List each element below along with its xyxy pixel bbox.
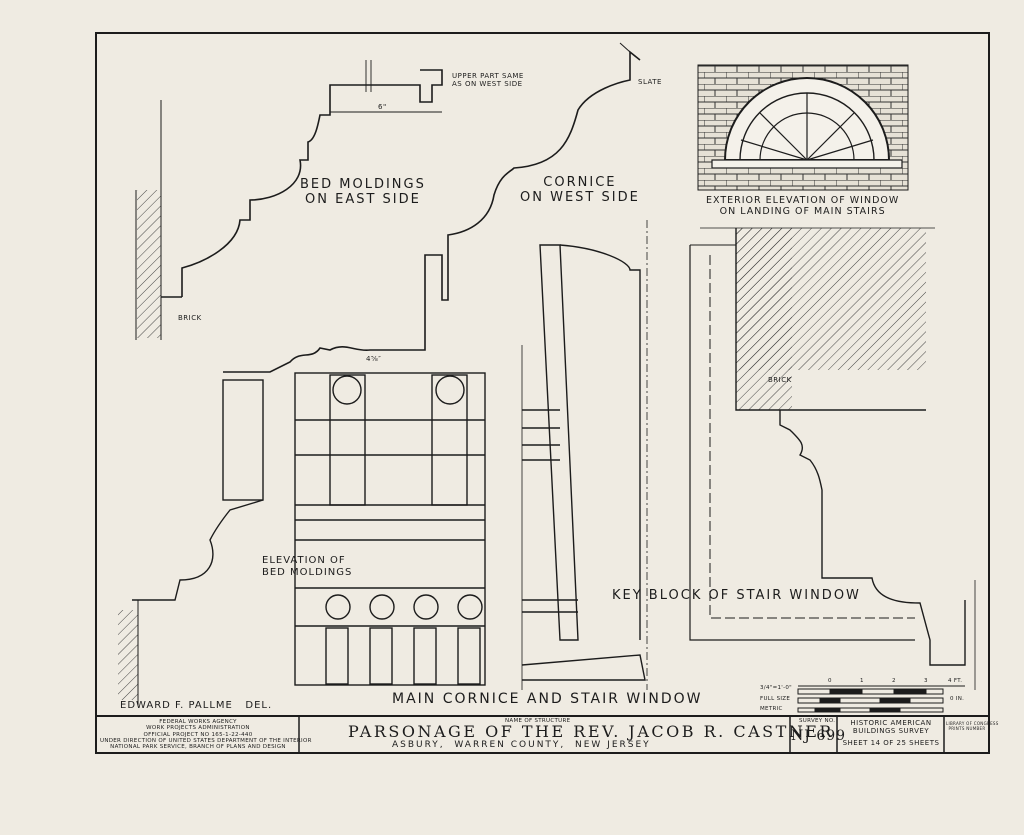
scale-tick-2: 2: [892, 678, 896, 684]
cornice-west-label: CORNICE ON WEST SIDE: [520, 175, 640, 205]
window-caption: EXTERIOR ELEVATION OF WINDOW ON LANDING …: [706, 195, 900, 217]
window-elevation: [697, 64, 909, 191]
agency-block: FEDERAL WORKS AGENCY WORK PROJECTS ADMIN…: [100, 719, 312, 751]
scale-tick-1: 1: [860, 678, 864, 684]
library-of-congress: LIBRARY OF CONGRESS PRINTS NUMBER: [946, 721, 999, 731]
structure-name: PARSONAGE OF THE REV. JACOB R. CASTNER: [348, 722, 834, 741]
bed-moldings-east-label: BED MOLDINGS ON EAST SIDE: [300, 177, 426, 207]
brick-label-left: BRICK: [178, 314, 202, 322]
stair-window-section: [689, 227, 976, 690]
outer-border: [95, 32, 990, 754]
key-block-label: KEY BLOCK OF STAIR WINDOW: [612, 588, 861, 603]
brick-label-right: BRICK: [768, 376, 792, 384]
graphic-scale: [797, 685, 965, 713]
brick-hatch-left: [137, 190, 161, 338]
slate-label: SLATE: [638, 78, 662, 86]
scale-row1-label: 3/4"=1'-0": [760, 685, 793, 691]
survey-name: HISTORIC AMERICAN BUILDINGS SURVEY: [850, 719, 932, 736]
cornice-west-profile: [223, 42, 641, 373]
scale-inch-label: 0 IN.: [950, 696, 965, 702]
name-of-structure-label: NAME OF STRUCTURE: [505, 718, 571, 724]
bed-moldings-east-profile: [135, 60, 443, 340]
scale-tick-0: 0: [828, 678, 832, 684]
upper-part-note: UPPER PART SAME AS ON WEST SIDE: [452, 72, 524, 89]
sheet-number: SHEET 14 OF 25 SHEETS: [842, 739, 940, 747]
elevation-bed-label: ELEVATION OF BED MOLDINGS: [262, 555, 353, 578]
key-block: [521, 220, 648, 690]
main-title-label: MAIN CORNICE AND STAIR WINDOW: [392, 691, 703, 707]
survey-number: NJ 699: [791, 728, 847, 744]
scale-tick-3: 3: [924, 678, 928, 684]
scale-tick-4: 4 FT.: [948, 678, 963, 684]
delineator-label: EDWARD F. PALLME DEL.: [120, 700, 273, 711]
scale-row3-label: METRIC: [760, 706, 783, 712]
location-line: ASBURY, WARREN COUNTY, NEW JERSEY: [392, 740, 651, 750]
bed-moldings-elevation: [118, 372, 486, 705]
dimension-six-inch: 6": [378, 103, 387, 111]
scale-row2-label: FULL SIZE: [760, 696, 791, 702]
brick-hatch-lower-left: [118, 610, 138, 700]
dimension-four-inch: 4⅝″: [366, 355, 382, 363]
survey-no-label: SURVEY NO.: [799, 718, 836, 724]
